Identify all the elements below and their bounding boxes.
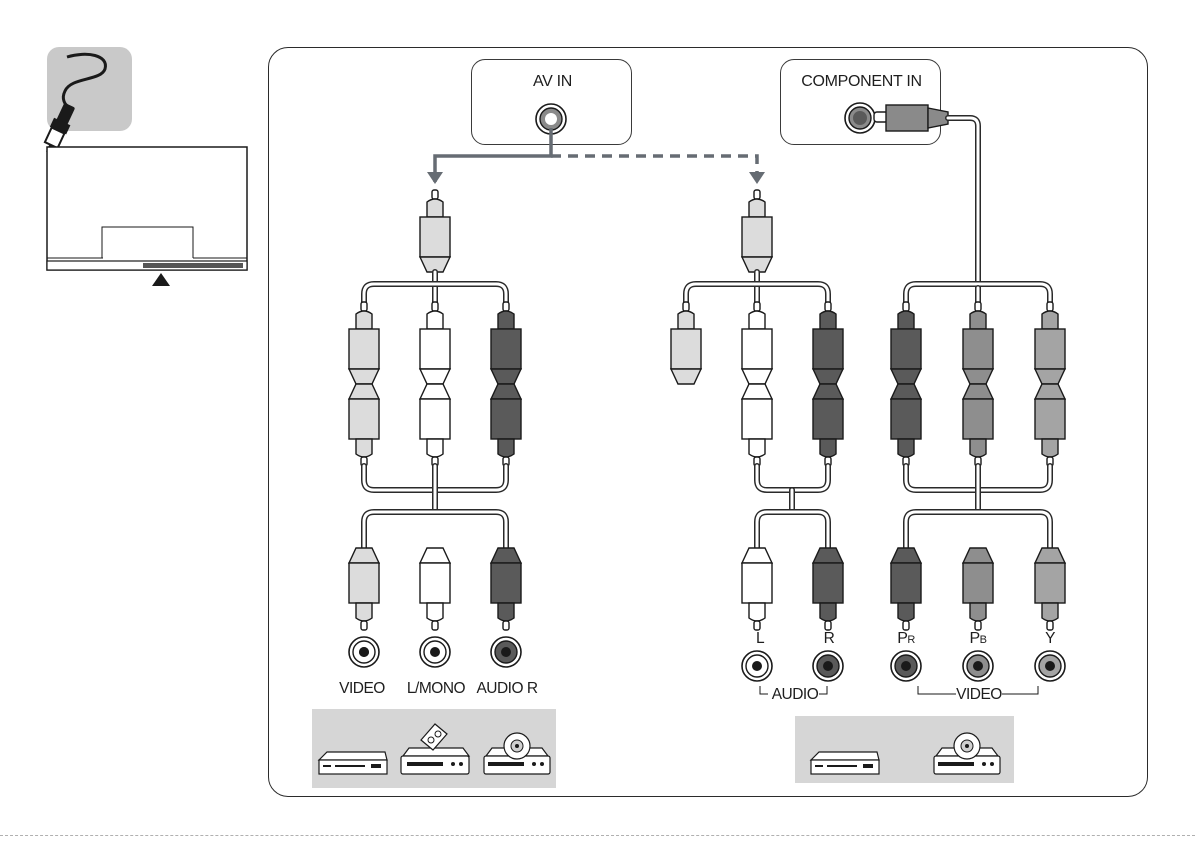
rca-plug-y: [1035, 302, 1065, 384]
rca-plug-audio-l: [742, 302, 772, 384]
arrow-down-icon: [749, 172, 765, 184]
rca-plug-audio-l: [420, 548, 450, 630]
vcr-icon: [811, 752, 879, 774]
jack-pb: [963, 651, 993, 681]
dvd-player-icon: [484, 733, 550, 774]
jack-label-audio-r: AUDIO R: [467, 680, 547, 698]
rca-plug-audio-r: [813, 548, 843, 630]
rca-plug-video: [349, 302, 379, 384]
dvd-player-icon: [934, 733, 1000, 774]
rca-plug-pb: [963, 384, 993, 466]
rca-plug-pr: [891, 548, 921, 630]
component-in-plug: [874, 105, 948, 131]
av-in-cable-dashed: [551, 156, 757, 182]
rca-plug-pr: [891, 384, 921, 466]
arrow-down-icon: [427, 172, 443, 184]
rca-plug-audio-l: [420, 302, 450, 384]
rca-plug-pr: [891, 302, 921, 384]
jack-label-video: VIDEO: [322, 680, 402, 698]
rca-plug-y: [1035, 384, 1065, 466]
rca-plug-y: [1035, 548, 1065, 630]
jack-label-pr: PR: [886, 630, 926, 648]
cable: [364, 512, 506, 548]
rca-plug-audio-l: [742, 548, 772, 630]
rca-plug-video: [349, 548, 379, 630]
group-label-audio: AUDIO: [765, 686, 825, 704]
jack-audio-r: [491, 637, 521, 667]
av-in-cable: [435, 128, 551, 182]
component-cable-main: [948, 118, 978, 288]
jack-y: [1035, 651, 1065, 681]
jack-label-y: Y: [1030, 630, 1070, 648]
cable: [906, 512, 1050, 548]
group-label-video: VIDEO: [949, 686, 1009, 704]
jack-pr: [891, 651, 921, 681]
page-edge-dashes: [0, 835, 1195, 836]
cable-box-icon: [401, 724, 469, 774]
jack-l-mono: [420, 637, 450, 667]
rca-plug-audio-r: [813, 384, 843, 466]
rca-plug-audio-r: [491, 548, 521, 630]
jack-audio-l: [742, 651, 772, 681]
vcr-icon: [319, 752, 387, 774]
jack-label-r: R: [809, 630, 849, 648]
jack-audio-r: [813, 651, 843, 681]
rca-plug-pb: [963, 302, 993, 384]
rca-plug-pb: [963, 548, 993, 630]
rca-plug-audio-l: [742, 384, 772, 466]
rca-plug-video: [349, 384, 379, 466]
rca-plug-audio-l: [420, 384, 450, 466]
rca-plug-audio-r: [491, 302, 521, 384]
jack-label-l-mono: L/MONO: [396, 680, 476, 698]
jack-label-l: L: [740, 630, 780, 648]
cable: [757, 466, 828, 490]
rca-plug-audio-r: [813, 302, 843, 384]
jack-label-pb: PB: [958, 630, 998, 648]
av-adapter-plug-right: [742, 190, 772, 272]
cable: [757, 512, 828, 548]
rca-plug-audio-r: [491, 384, 521, 466]
rca-plug-video: [671, 302, 701, 384]
av-adapter-plug-left: [420, 190, 450, 272]
